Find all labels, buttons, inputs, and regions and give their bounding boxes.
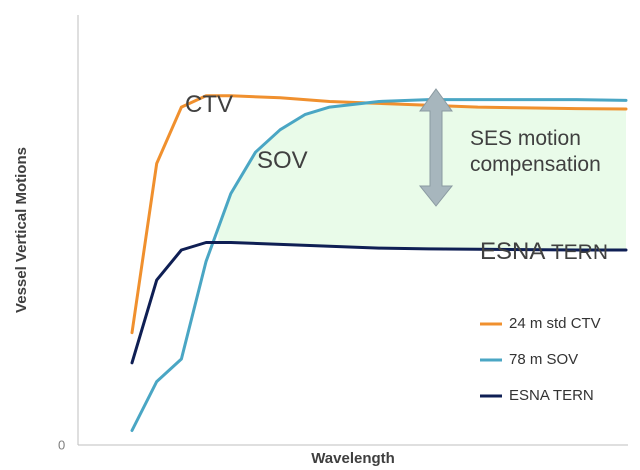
- sov-series-line: [130, 98, 628, 432]
- esna-tern-series-line: [130, 241, 628, 365]
- legend-label: 24 m std CTV: [509, 315, 601, 332]
- ctv-annotation: CTV: [185, 91, 233, 118]
- legend-item-ctv: 24 m std CTV: [480, 315, 601, 332]
- compensation-fill-area: [218, 102, 626, 251]
- y-axis-title: Vessel Vertical Motions: [13, 147, 30, 313]
- tern-word: TERN: [545, 241, 608, 264]
- legend-item-sov: 78 m SOV: [480, 351, 578, 368]
- y-tick-zero: 0: [58, 437, 65, 452]
- legend-label: ESNA TERN: [509, 387, 594, 404]
- x-axis-title: Wavelength: [311, 450, 395, 467]
- compensation-annotation-line2: compensation: [470, 153, 601, 176]
- compensation-arrow: [418, 88, 454, 207]
- compensation-annotation-line1: SES motion: [470, 127, 581, 150]
- esna-word: ESNA: [480, 238, 545, 265]
- legend: 24 m std CTV 78 m SOV ESNA TERN: [480, 315, 601, 404]
- series-lines: [130, 94, 628, 432]
- sov-annotation: SOV: [257, 147, 308, 174]
- compensation-fill: [218, 102, 626, 251]
- legend-item-esna-tern: ESNA TERN: [480, 387, 594, 404]
- ctv-series-line: [130, 94, 628, 335]
- legend-label: 78 m SOV: [509, 351, 578, 368]
- double-arrow-icon: [418, 88, 454, 207]
- esna-tern-annotation: ESNA TERN: [480, 238, 608, 265]
